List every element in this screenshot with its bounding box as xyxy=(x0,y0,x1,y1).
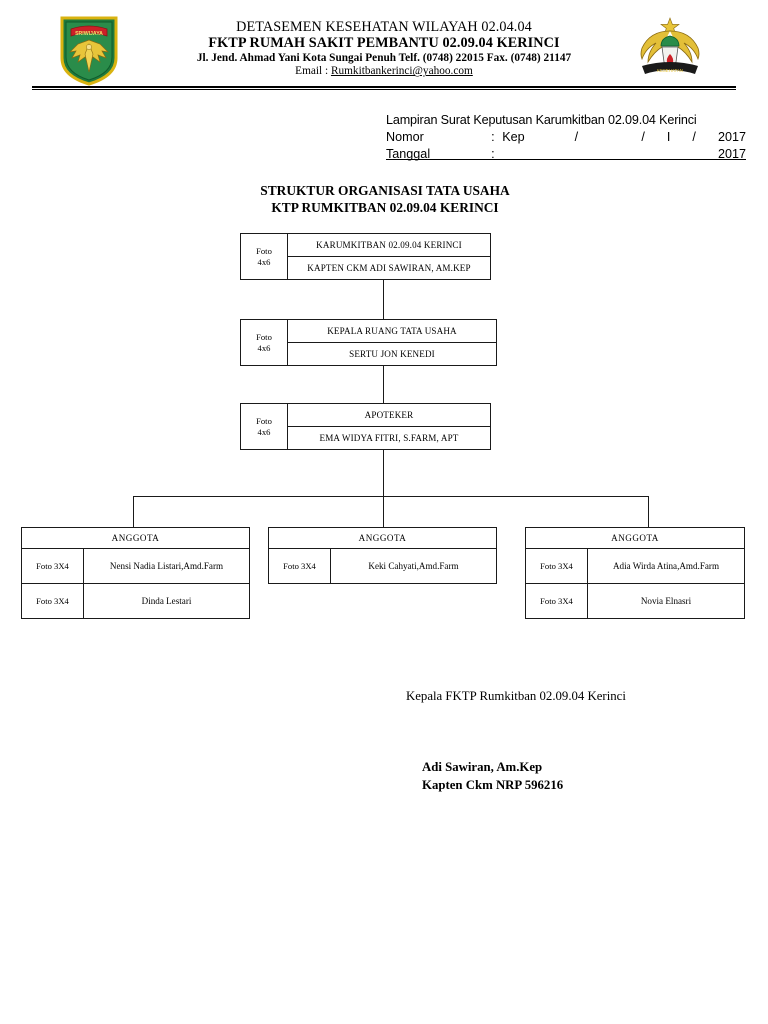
kesehatan-tni-ad-emblem: KESEHATAN xyxy=(632,14,708,86)
lampiran-block: Lampiran Surat Keputusan Karumkitban 02.… xyxy=(386,112,746,163)
member-row: Foto 3X4 Dinda Lestari xyxy=(22,583,249,618)
org-node-body: APOTEKER EMA WIDYA FITRI, S.FARM, APT xyxy=(288,404,490,449)
anggota-group-header: ANGGOTA xyxy=(526,528,744,549)
letterhead-address: Jl. Jend. Ahmad Yani Kota Sungai Penuh T… xyxy=(196,52,572,65)
letterhead-divider xyxy=(32,86,736,91)
nomor-slash-1: / xyxy=(574,130,579,145)
signature-block: Kepala FKTP Rumkitban 02.09.04 Kerinci A… xyxy=(360,688,750,794)
connector-vertical-2 xyxy=(383,366,385,403)
nomor-year: 2017 xyxy=(717,130,746,145)
member-photo-placeholder: Foto 3X4 xyxy=(526,584,588,618)
member-row: Foto 3X4 Keki Cahyati,Amd.Farm xyxy=(269,549,496,583)
connector-vertical-1 xyxy=(383,280,385,319)
member-row: Foto 3X4 Novia Elnasri xyxy=(526,583,744,618)
org-node-role: KEPALA RUANG TATA USAHA xyxy=(288,320,496,343)
connector-drop-center xyxy=(383,496,385,528)
photo-label: Foto xyxy=(256,415,272,426)
member-name: Dinda Lestari xyxy=(141,596,192,606)
nomor-slash-2: / xyxy=(641,130,645,145)
photo-placeholder: Foto 4x6 xyxy=(241,234,288,279)
org-node-name: SERTU JON KENEDI xyxy=(349,349,435,359)
nomor-kep: Kep xyxy=(502,130,525,145)
photo-placeholder: Foto 4x6 xyxy=(241,404,288,449)
photo-label: Foto xyxy=(256,331,272,342)
org-node-karumkitban: Foto 4x6 KARUMKITBAN 02.09.04 KERINCI KA… xyxy=(240,233,491,280)
signature-names: Adi Sawiran, Am.Kep Kapten Ckm NRP 59621… xyxy=(360,759,750,794)
lampiran-nomor-row: Nomor : Kep / / I / 2017 xyxy=(386,129,746,146)
signature-title: Kepala FKTP Rumkitban 02.09.04 Kerinci xyxy=(406,689,626,703)
nomor-roman: I xyxy=(666,130,671,145)
org-node-body: KARUMKITBAN 02.09.04 KERINCI KAPTEN CKM … xyxy=(288,234,490,279)
photo-size-label: 4x6 xyxy=(257,256,271,267)
photo-size-label: 4x6 xyxy=(257,342,271,353)
nomor-label: Nomor xyxy=(386,130,424,145)
letterhead-email-row: Email : Rumkitbankerinci@yahoo.com xyxy=(128,65,640,78)
signatory-name: Adi Sawiran, Am.Kep xyxy=(422,760,543,775)
org-node-body: KEPALA RUANG TATA USAHA SERTU JON KENEDI xyxy=(288,320,496,365)
lampiran-table: Nomor : Kep / / I / 2017 Tanggal : 2017 xyxy=(386,129,746,163)
connector-horizontal-bus xyxy=(133,496,649,498)
member-photo-placeholder: Foto 3X4 xyxy=(22,549,84,583)
email-label: Email : xyxy=(295,65,331,78)
nomor-colon: : xyxy=(491,130,495,145)
tanggal-blank-1 xyxy=(502,146,574,163)
kodam-sriwijaya-emblem: SRIWIJAYA xyxy=(58,14,120,86)
anggota-group-header: ANGGOTA xyxy=(269,528,496,549)
lampiran-divider xyxy=(386,159,746,160)
nomor-slash-3: / xyxy=(692,130,696,145)
org-node-role: KARUMKITBAN 02.09.04 KERINCI xyxy=(288,234,490,257)
connector-drop-right xyxy=(648,496,650,528)
member-name: Nensi Nadia Listari,Amd.Farm xyxy=(109,561,224,571)
page-title-line-2: KTP RUMKITBAN 02.09.04 KERINCI xyxy=(271,200,499,216)
member-name: Keki Cahyati,Amd.Farm xyxy=(368,561,459,571)
letterhead: SRIWIJAYA DETASEMEN KESEHATAN WILAYAH 02… xyxy=(0,0,768,96)
svg-text:SRIWIJAYA: SRIWIJAYA xyxy=(75,31,103,37)
member-photo-placeholder: Foto 3X4 xyxy=(269,549,331,583)
org-node-name: KAPTEN CKM ADI SAWIRAN, AM.KEP xyxy=(307,263,471,273)
org-node-name: EMA WIDYA FITRI, S.FARM, APT xyxy=(319,433,459,443)
page-title-line-1: STRUKTUR ORGANISASI TATA USAHA xyxy=(260,183,510,198)
letterhead-text: DETASEMEN KESEHATAN WILAYAH 02.04.04 FKT… xyxy=(128,19,640,78)
letterhead-line-2: FKTP RUMAH SAKIT PEMBANTU 02.09.04 KERIN… xyxy=(208,34,560,51)
tanggal-blank-4 xyxy=(667,146,693,163)
lampiran-tanggal-row: Tanggal : 2017 xyxy=(386,146,746,163)
member-photo-placeholder: Foto 3X4 xyxy=(22,584,84,618)
photo-size-label: 4x6 xyxy=(257,426,271,437)
tanggal-year: 2017 xyxy=(717,147,746,162)
tanggal-colon: : xyxy=(491,147,495,162)
svg-text:KESEHATAN: KESEHATAN xyxy=(657,68,683,73)
tanggal-label: Tanggal xyxy=(386,147,431,162)
lampiran-title: Lampiran Surat Keputusan Karumkitban 02.… xyxy=(386,113,697,127)
member-name: Adia Wirda Atina,Amd.Farm xyxy=(612,561,720,571)
member-name: Novia Elnasri xyxy=(640,596,692,606)
tanggal-blank-5 xyxy=(692,146,718,163)
photo-label: Foto xyxy=(256,245,272,256)
page-title: STRUKTUR ORGANISASI TATA USAHA KTP RUMKI… xyxy=(150,182,620,216)
connector-vertical-3 xyxy=(383,450,385,497)
anggota-group-1: ANGGOTA Foto 3X4 Nensi Nadia Listari,Amd… xyxy=(21,527,250,619)
anggota-group-3: ANGGOTA Foto 3X4 Adia Wirda Atina,Amd.Fa… xyxy=(525,527,745,619)
letterhead-line-1: DETASEMEN KESEHATAN WILAYAH 02.04.04 xyxy=(236,19,532,35)
org-node-role: APOTEKER xyxy=(288,404,490,427)
member-row: Foto 3X4 Nensi Nadia Listari,Amd.Farm xyxy=(22,549,249,583)
signatory-rank: Kapten Ckm NRP 596216 xyxy=(422,777,564,792)
tanggal-blank-2 xyxy=(575,146,642,163)
email-link[interactable]: Rumkitbankerinci@yahoo.com xyxy=(330,65,473,78)
tanggal-blank-3 xyxy=(641,146,667,163)
member-row: Foto 3X4 Adia Wirda Atina,Amd.Farm xyxy=(526,549,744,583)
member-photo-placeholder: Foto 3X4 xyxy=(526,549,588,583)
connector-drop-left xyxy=(133,496,135,528)
anggota-group-2: ANGGOTA Foto 3X4 Keki Cahyati,Amd.Farm xyxy=(268,527,497,584)
photo-placeholder: Foto 4x6 xyxy=(241,320,288,365)
org-node-apoteker: Foto 4x6 APOTEKER EMA WIDYA FITRI, S.FAR… xyxy=(240,403,491,450)
org-node-kepala-ruang-tata-usaha: Foto 4x6 KEPALA RUANG TATA USAHA SERTU J… xyxy=(240,319,497,366)
anggota-group-header: ANGGOTA xyxy=(22,528,249,549)
